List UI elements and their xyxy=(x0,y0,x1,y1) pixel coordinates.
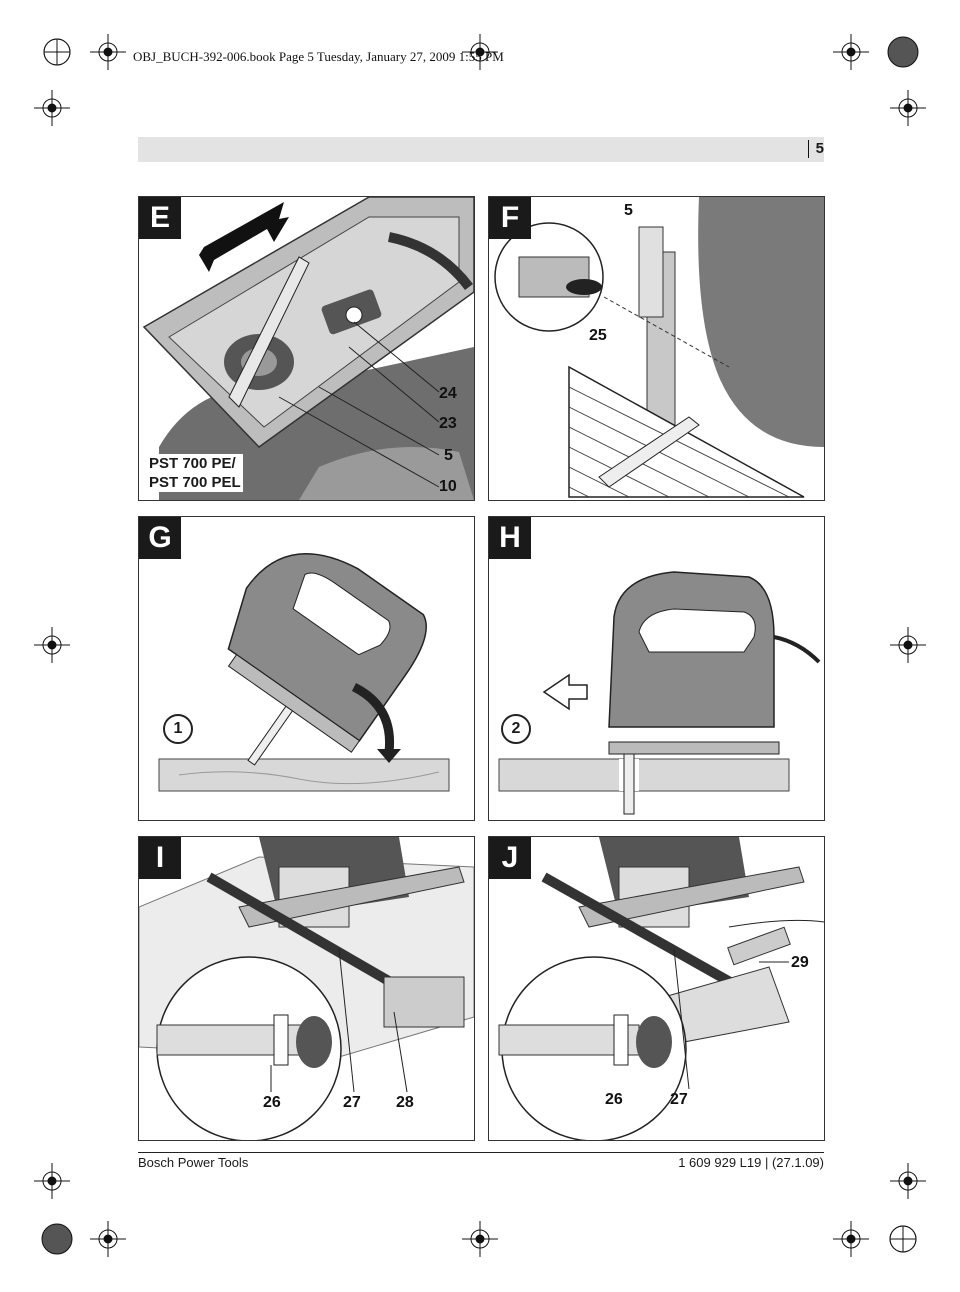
page-number: 5 xyxy=(807,140,824,158)
callout-28: 28 xyxy=(396,1094,414,1111)
figure-panel-f: F 5 25 xyxy=(488,196,825,501)
panel-label-i: I xyxy=(139,837,181,879)
print-header: OBJ_BUCH-392-006.book Page 5 Tuesday, Ja… xyxy=(133,49,504,64)
callout-10: 10 xyxy=(439,478,457,495)
figure-panel-j: J 29 26 27 xyxy=(488,836,825,1141)
plunge-cut-step-1-illustration xyxy=(158,553,450,792)
callout-25: 25 xyxy=(589,327,607,344)
plunge-cut-step-2-illustration xyxy=(498,571,821,815)
panel-label-h: H xyxy=(489,517,531,559)
parallel-guide-illustration xyxy=(139,837,474,1140)
blade-angle-illustration xyxy=(494,197,824,498)
footer-brand: Bosch Power Tools xyxy=(138,1155,249,1170)
model-line-1: PST 700 PE/ xyxy=(149,455,236,472)
step-1-marker: 1 xyxy=(163,714,193,744)
model-line-2: PST 700 PEL xyxy=(149,474,241,491)
figure-panel-g: G 1 xyxy=(138,516,475,821)
panel-label-g: G xyxy=(139,517,181,559)
figure-panel-e: E 24 23 5 10 PST 700 PE/ PST 700 PEL xyxy=(138,196,475,501)
callout-23: 23 xyxy=(439,415,457,432)
callout-27-i: 27 xyxy=(343,1094,361,1111)
callout-26-j: 26 xyxy=(605,1091,623,1108)
model-label: PST 700 PE/ PST 700 PEL xyxy=(147,454,243,492)
callout-5: 5 xyxy=(444,447,453,464)
callout-24: 24 xyxy=(439,385,457,402)
panel-label-j: J xyxy=(489,837,531,879)
panel-label-e: E xyxy=(139,197,181,239)
circle-cutter-illustration xyxy=(498,837,824,1140)
panel-label-f: F xyxy=(489,197,531,239)
callout-27-j: 27 xyxy=(670,1091,688,1108)
footer-rule xyxy=(138,1152,824,1153)
figure-panel-h: H 2 xyxy=(488,516,825,821)
footer-doc-number: 1 609 929 L19 | (27.1.09) xyxy=(678,1155,824,1170)
page-band xyxy=(138,137,824,162)
step-2-marker: 2 xyxy=(501,714,531,744)
figure-panel-i: I 26 27 28 xyxy=(138,836,475,1141)
callout-5-f: 5 xyxy=(624,202,633,219)
callout-29: 29 xyxy=(791,954,809,971)
callout-26-i: 26 xyxy=(263,1094,281,1111)
